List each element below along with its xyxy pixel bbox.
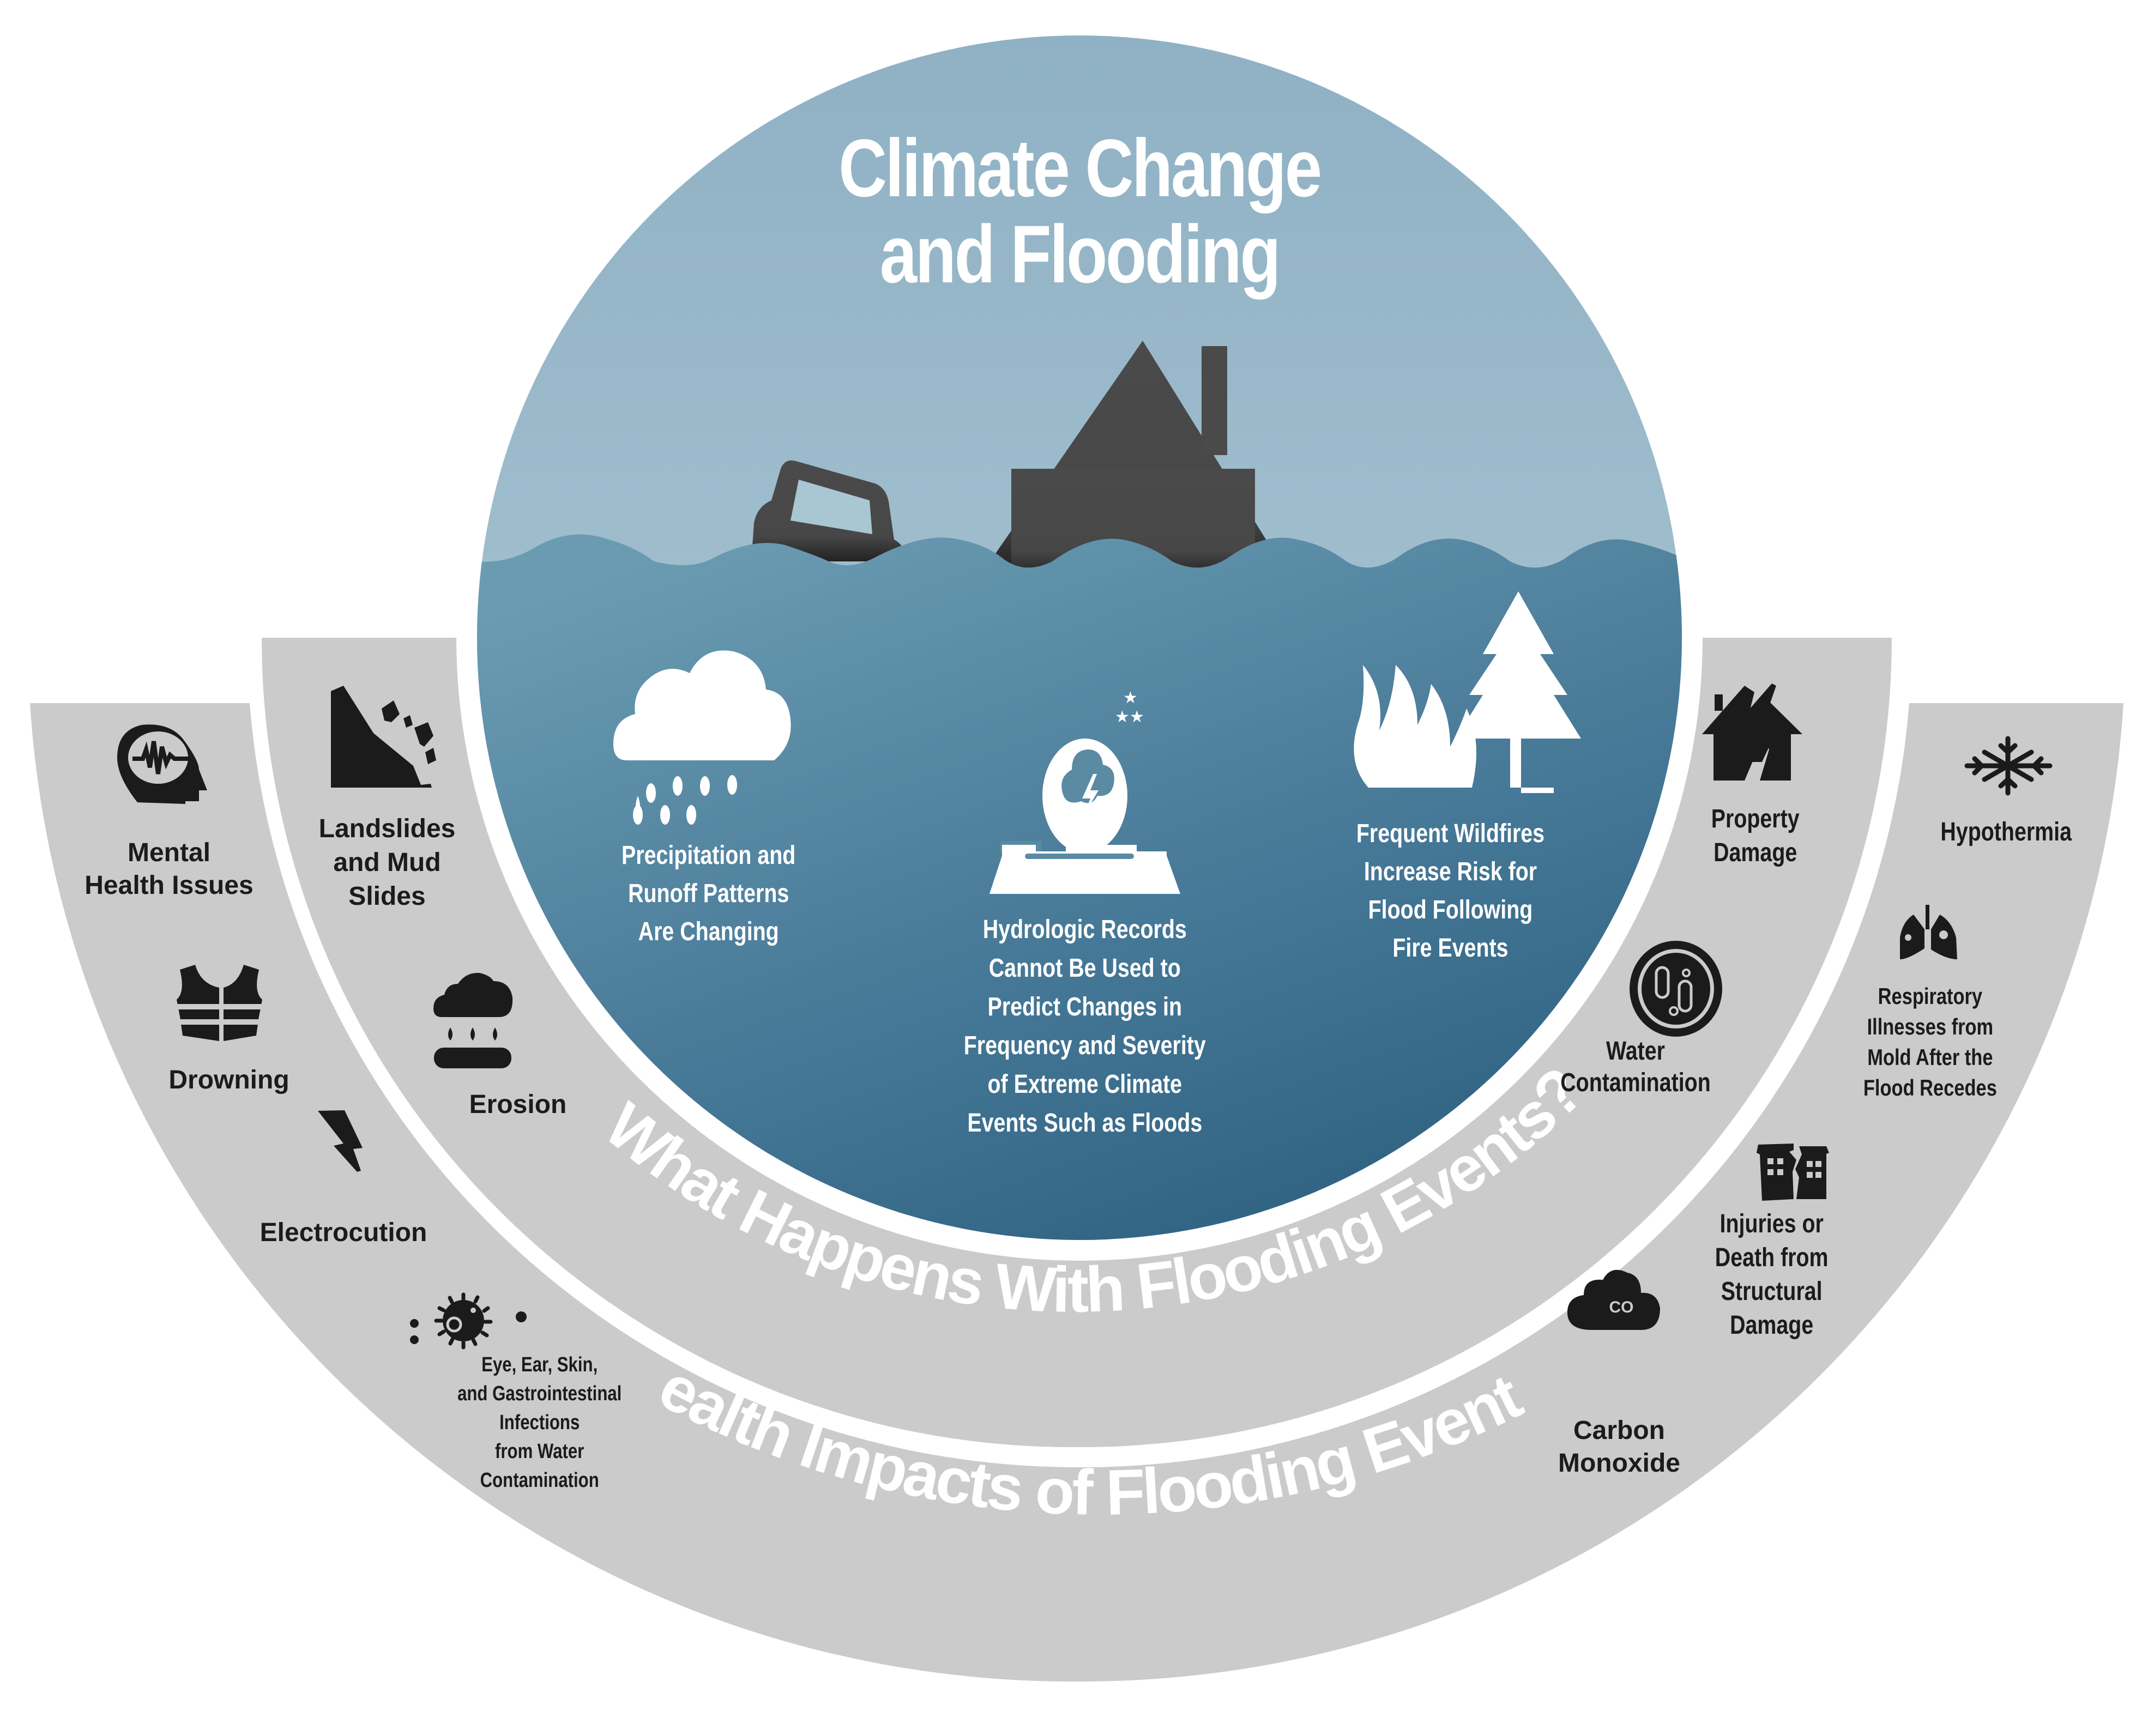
crystal-ball-icon: ★ ★★ [989,689,1180,894]
collapsed-building-icon [1757,1144,1829,1201]
label-line: Electrocution [260,1218,427,1247]
outer-label-carbon-monoxide: Carbon Monoxide [1537,1414,1701,1480]
inner-label-erosion: Erosion [447,1090,589,1120]
label-line: Death from [1715,1243,1829,1272]
label-line: Mental [127,838,210,867]
cause-line: Fire Events [1392,934,1509,963]
cause-line: of Extreme Climate [987,1070,1182,1099]
outer-label-infections: Eye, Ear, Skin, and Gastrointestinal Inf… [425,1351,654,1495]
outer-label-hypothermia: Hypothermia [1940,818,2072,846]
outer-label-mental-health: Mental Health Issues [71,837,267,902]
erosion-icon [433,972,513,1068]
outer-label-drowning: Drowning [150,1066,308,1095]
brain-head-icon [117,724,207,804]
svg-text:★★: ★★ [1115,708,1144,726]
label-line: Slides [348,882,426,911]
page-title: Climate Change and Flooding [698,125,1461,297]
outer-label-electrocution: Electrocution [245,1218,442,1248]
svg-text:CO: CO [1609,1298,1634,1316]
cracked-house-icon [1702,683,1802,781]
snowflake-icon [1964,736,2053,796]
label-line: Structural [1721,1277,1823,1306]
cause-label-hydrologic: Hydrologic Records Cannot Be Used to Pre… [905,910,1265,1142]
cause-line: Runoff Patterns [628,879,789,908]
label-line: Carbon [1573,1416,1665,1445]
inner-label-property-damage: Property Damage [1685,802,1826,870]
cause-line: Flood Following [1368,896,1532,924]
bacteria-dish-icon [1630,941,1722,1037]
label-line: Property [1711,805,1800,833]
landslide-icon [331,686,436,788]
cause-line: Cannot Be Used to [988,954,1181,983]
cause-line: Frequency and Severity [963,1031,1206,1060]
label-line: Infections [499,1411,580,1434]
label-line: Injuries or [1719,1209,1824,1238]
central-circle: ★ ★★ [477,35,1682,1240]
cause-line: Frequent Wildfires [1356,819,1544,848]
label-line: Eye, Ear, Skin, [481,1353,598,1376]
label-line: Health Issues [85,871,254,900]
label-line: and Mud [333,848,441,877]
cause-line: Are Changing [638,917,780,946]
label-line: Respiratory [1878,983,1982,1009]
rain-cloud-icon [613,650,791,825]
svg-text:★: ★ [1123,689,1138,707]
label-line: Illnesses from [1867,1014,1993,1039]
inner-label-water-contamination: Water Contamination [1526,1036,1745,1099]
label-line: Flood Recedes [1863,1075,1997,1100]
wildfire-tree-icon [1354,591,1581,793]
cause-line: Increase Risk for [1363,857,1537,886]
label-line: Contamination [1560,1068,1711,1097]
label-line: Monoxide [1558,1449,1680,1478]
cause-label-precipitation: Precipitation and Runoff Patterns Are Ch… [578,837,840,951]
title-line-2: and Flooding [879,208,1281,300]
label-line: Contamination [480,1469,600,1492]
label-line: from Water [495,1440,584,1463]
label-line: Erosion [469,1090,567,1119]
outer-ring [30,703,2123,1682]
label-line: Water [1606,1037,1665,1066]
title-line-1: Climate Change [838,122,1322,214]
label-line: Mold After the [1867,1044,1993,1070]
cause-line: Precipitation and [622,841,796,870]
submerged-car-icon [751,460,908,561]
cause-line: Events Such as Floods [967,1109,1203,1138]
label-line: Damage [1730,1311,1814,1340]
co-cloud-icon: CO [1567,1269,1660,1330]
outer-label-respiratory: Respiratory Illnesses from Mold After th… [1843,981,2017,1103]
outer-label-injuries: Injuries or Death from Structural Damage [1685,1207,1859,1342]
cause-label-wildfires: Frequent Wildfires Increase Risk for Flo… [1308,815,1592,967]
inner-label-landslides: Landslides and Mud Slides [305,812,469,914]
cause-line: Predict Changes in [987,993,1182,1021]
cause-line: Hydrologic Records [982,915,1187,944]
label-line: and Gastrointestinal [457,1382,622,1405]
lightning-bolt-icon [318,1110,363,1172]
life-vest-icon [173,965,266,1041]
label-line: Landslides [318,814,456,843]
germ-icon [410,1292,527,1350]
lungs-icon [1900,905,1957,959]
label-line: Damage [1713,838,1797,867]
inner-ring [262,638,1892,1448]
label-line: Drowning [168,1066,289,1094]
